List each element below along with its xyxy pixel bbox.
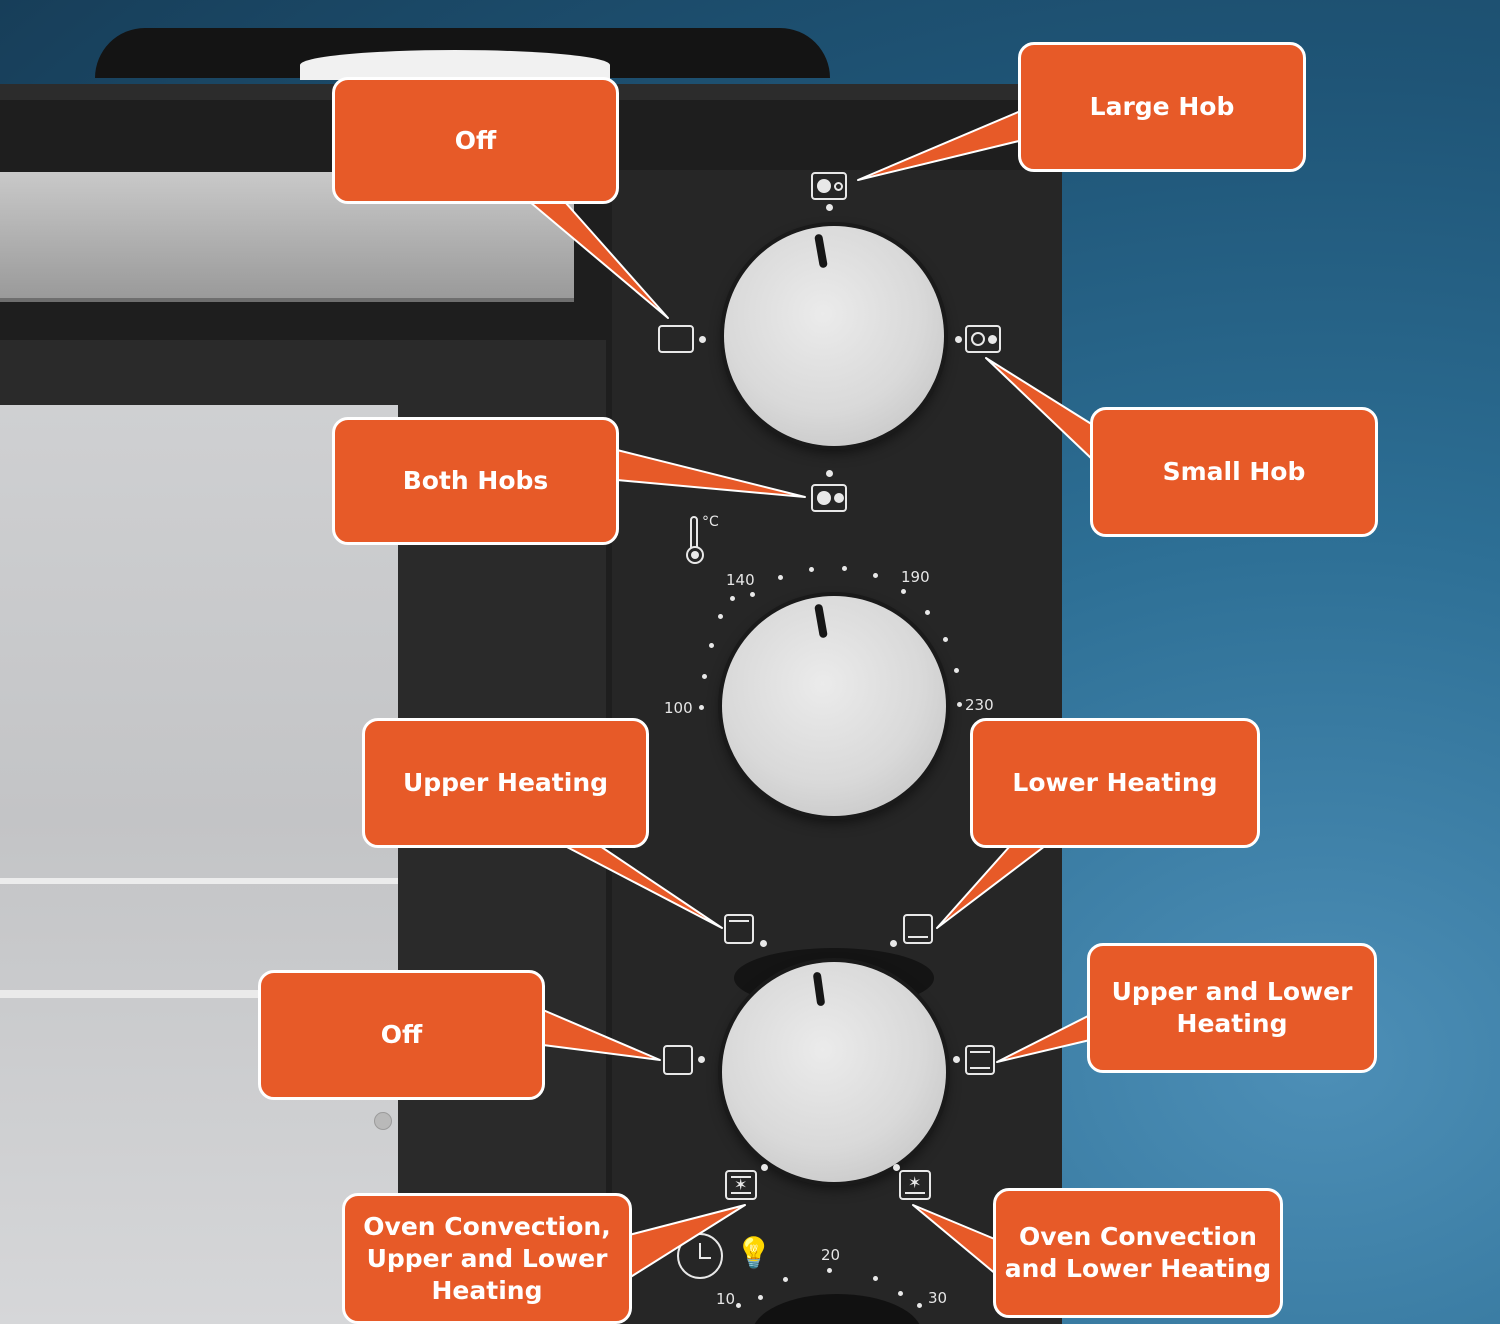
callout-lower-heating: Lower Heating [970, 718, 1260, 848]
callout-upper-heating: Upper Heating [362, 718, 649, 848]
off-icon [663, 1045, 693, 1075]
callout-off-top: Off [332, 77, 619, 204]
timer-tick [917, 1303, 922, 1308]
pointer-off-top [529, 201, 669, 319]
hob-ring [300, 50, 610, 80]
upper-heating-marker [760, 940, 767, 947]
temp-tick [873, 573, 878, 578]
pointer-lower-heating [936, 845, 1046, 929]
large-hob-icon [811, 172, 847, 200]
pointer-small-hob [985, 357, 1094, 461]
light-bulb-icon: 💡 [735, 1236, 773, 1271]
small-hob-marker [955, 336, 962, 343]
temp-tick [699, 705, 704, 710]
temp-tick [709, 643, 714, 648]
upper-lower-heating-marker [953, 1056, 960, 1063]
callout-off-bottom: Off [258, 970, 545, 1100]
temp-tick [702, 674, 707, 679]
timer-tick [783, 1277, 788, 1282]
pointer-upper-heating [564, 845, 723, 929]
temp-tick [842, 566, 847, 571]
temperature-knob[interactable] [722, 596, 946, 816]
pointer-upper-lower [996, 1014, 1091, 1063]
temp-tick [954, 668, 959, 673]
timer-tick [758, 1295, 763, 1300]
convection-upper-lower-marker [761, 1164, 768, 1171]
off-marker [698, 1056, 705, 1063]
temp-tick [778, 575, 783, 580]
large-hob-marker [826, 204, 833, 211]
off-icon [658, 325, 694, 353]
temp-tick [730, 596, 735, 601]
callout-oven-convection-upper-lower: Oven Convection, Upper and Lower Heating [342, 1193, 632, 1324]
hob-selector-knob[interactable] [724, 226, 944, 446]
oven-rack [0, 878, 398, 884]
off-marker [699, 336, 706, 343]
upper-lower-heating-icon [965, 1045, 995, 1075]
pointer-both-hobs [616, 449, 806, 498]
temp-label-190: 190 [901, 568, 930, 586]
pointer-convection-lower [912, 1204, 998, 1276]
oven-rack-front [0, 990, 398, 998]
timer-tick [736, 1303, 741, 1308]
both-hobs-marker [826, 470, 833, 477]
convection-lower-marker [893, 1164, 900, 1171]
thermometer-icon [684, 514, 706, 568]
temp-label-100: 100 [664, 699, 693, 717]
temp-tick [809, 567, 814, 572]
temp-tick [943, 637, 948, 642]
pointer-convection-upper-lower [628, 1204, 746, 1279]
convection-lower-icon: ✶ [899, 1170, 931, 1200]
oven-door-glass [0, 405, 398, 1324]
callout-upper-and-lower-heating: Upper and Lower Heating [1087, 943, 1377, 1073]
lower-heating-marker [890, 940, 897, 947]
timer-label-20: 20 [821, 1246, 841, 1264]
upper-heating-icon [724, 914, 754, 944]
temp-label-140: 140 [726, 571, 755, 589]
temp-tick [718, 614, 723, 619]
timer-label-10: 10 [716, 1290, 736, 1308]
temp-tick [925, 610, 930, 615]
callout-small-hob: Small Hob [1090, 407, 1378, 537]
temp-label-230: 230 [965, 696, 994, 714]
small-hob-icon [965, 325, 1001, 353]
timer-tick [827, 1268, 832, 1273]
pointer-large-hob [857, 109, 1024, 181]
temp-tick [957, 702, 962, 707]
lower-heating-icon [903, 914, 933, 944]
both-hobs-icon [811, 484, 847, 512]
pointer-off-bottom [542, 1009, 661, 1061]
timer-label-30: 30 [928, 1289, 948, 1307]
callout-both-hobs: Both Hobs [332, 417, 619, 545]
timer-tick [898, 1291, 903, 1296]
temp-tick [750, 592, 755, 597]
callout-large-hob: Large Hob [1018, 42, 1306, 172]
screw-icon [374, 1112, 392, 1130]
function-selector-knob[interactable] [722, 962, 946, 1182]
temp-tick [901, 589, 906, 594]
callout-oven-convection-lower: Oven Convection and Lower Heating [993, 1188, 1283, 1318]
temperature-unit: °C [702, 514, 719, 530]
timer-tick [873, 1276, 878, 1281]
convection-upper-lower-icon: ✶ [725, 1170, 757, 1200]
